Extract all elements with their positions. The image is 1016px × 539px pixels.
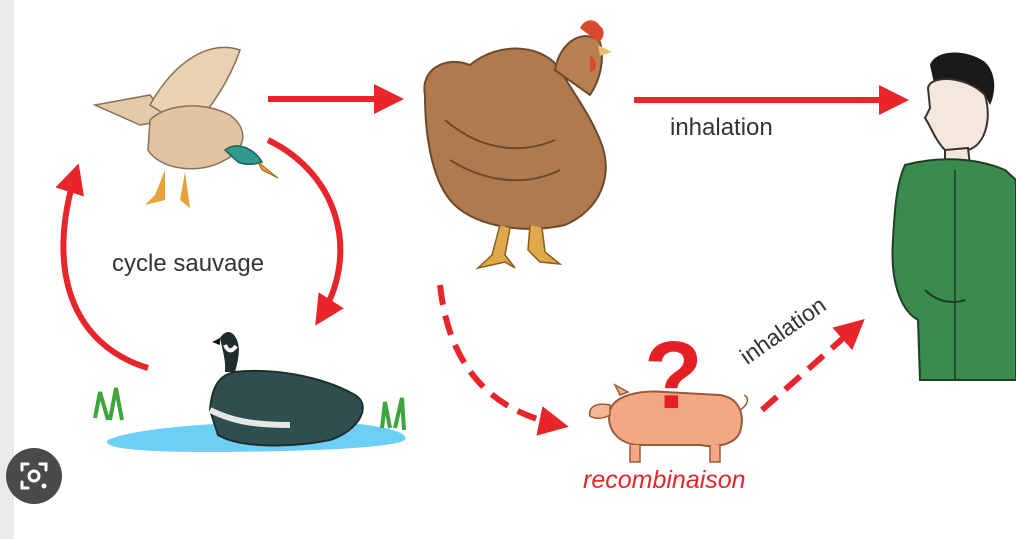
inhalation-label-top: inhalation <box>670 114 773 142</box>
hen-image <box>424 20 612 268</box>
recombination-label: recombinaison <box>583 466 746 495</box>
flying-duck-image <box>95 47 278 208</box>
lens-search-icon <box>6 448 62 504</box>
question-mark: ? <box>644 328 703 424</box>
wild-cycle-label: cycle sauvage <box>112 250 264 278</box>
human-image <box>892 53 1016 380</box>
arrow-hen-to-pig-dashed <box>440 285 560 425</box>
arrow-cycle-down <box>268 140 340 318</box>
swimming-duck-image <box>95 332 406 452</box>
lens-search-button[interactable] <box>6 448 62 504</box>
